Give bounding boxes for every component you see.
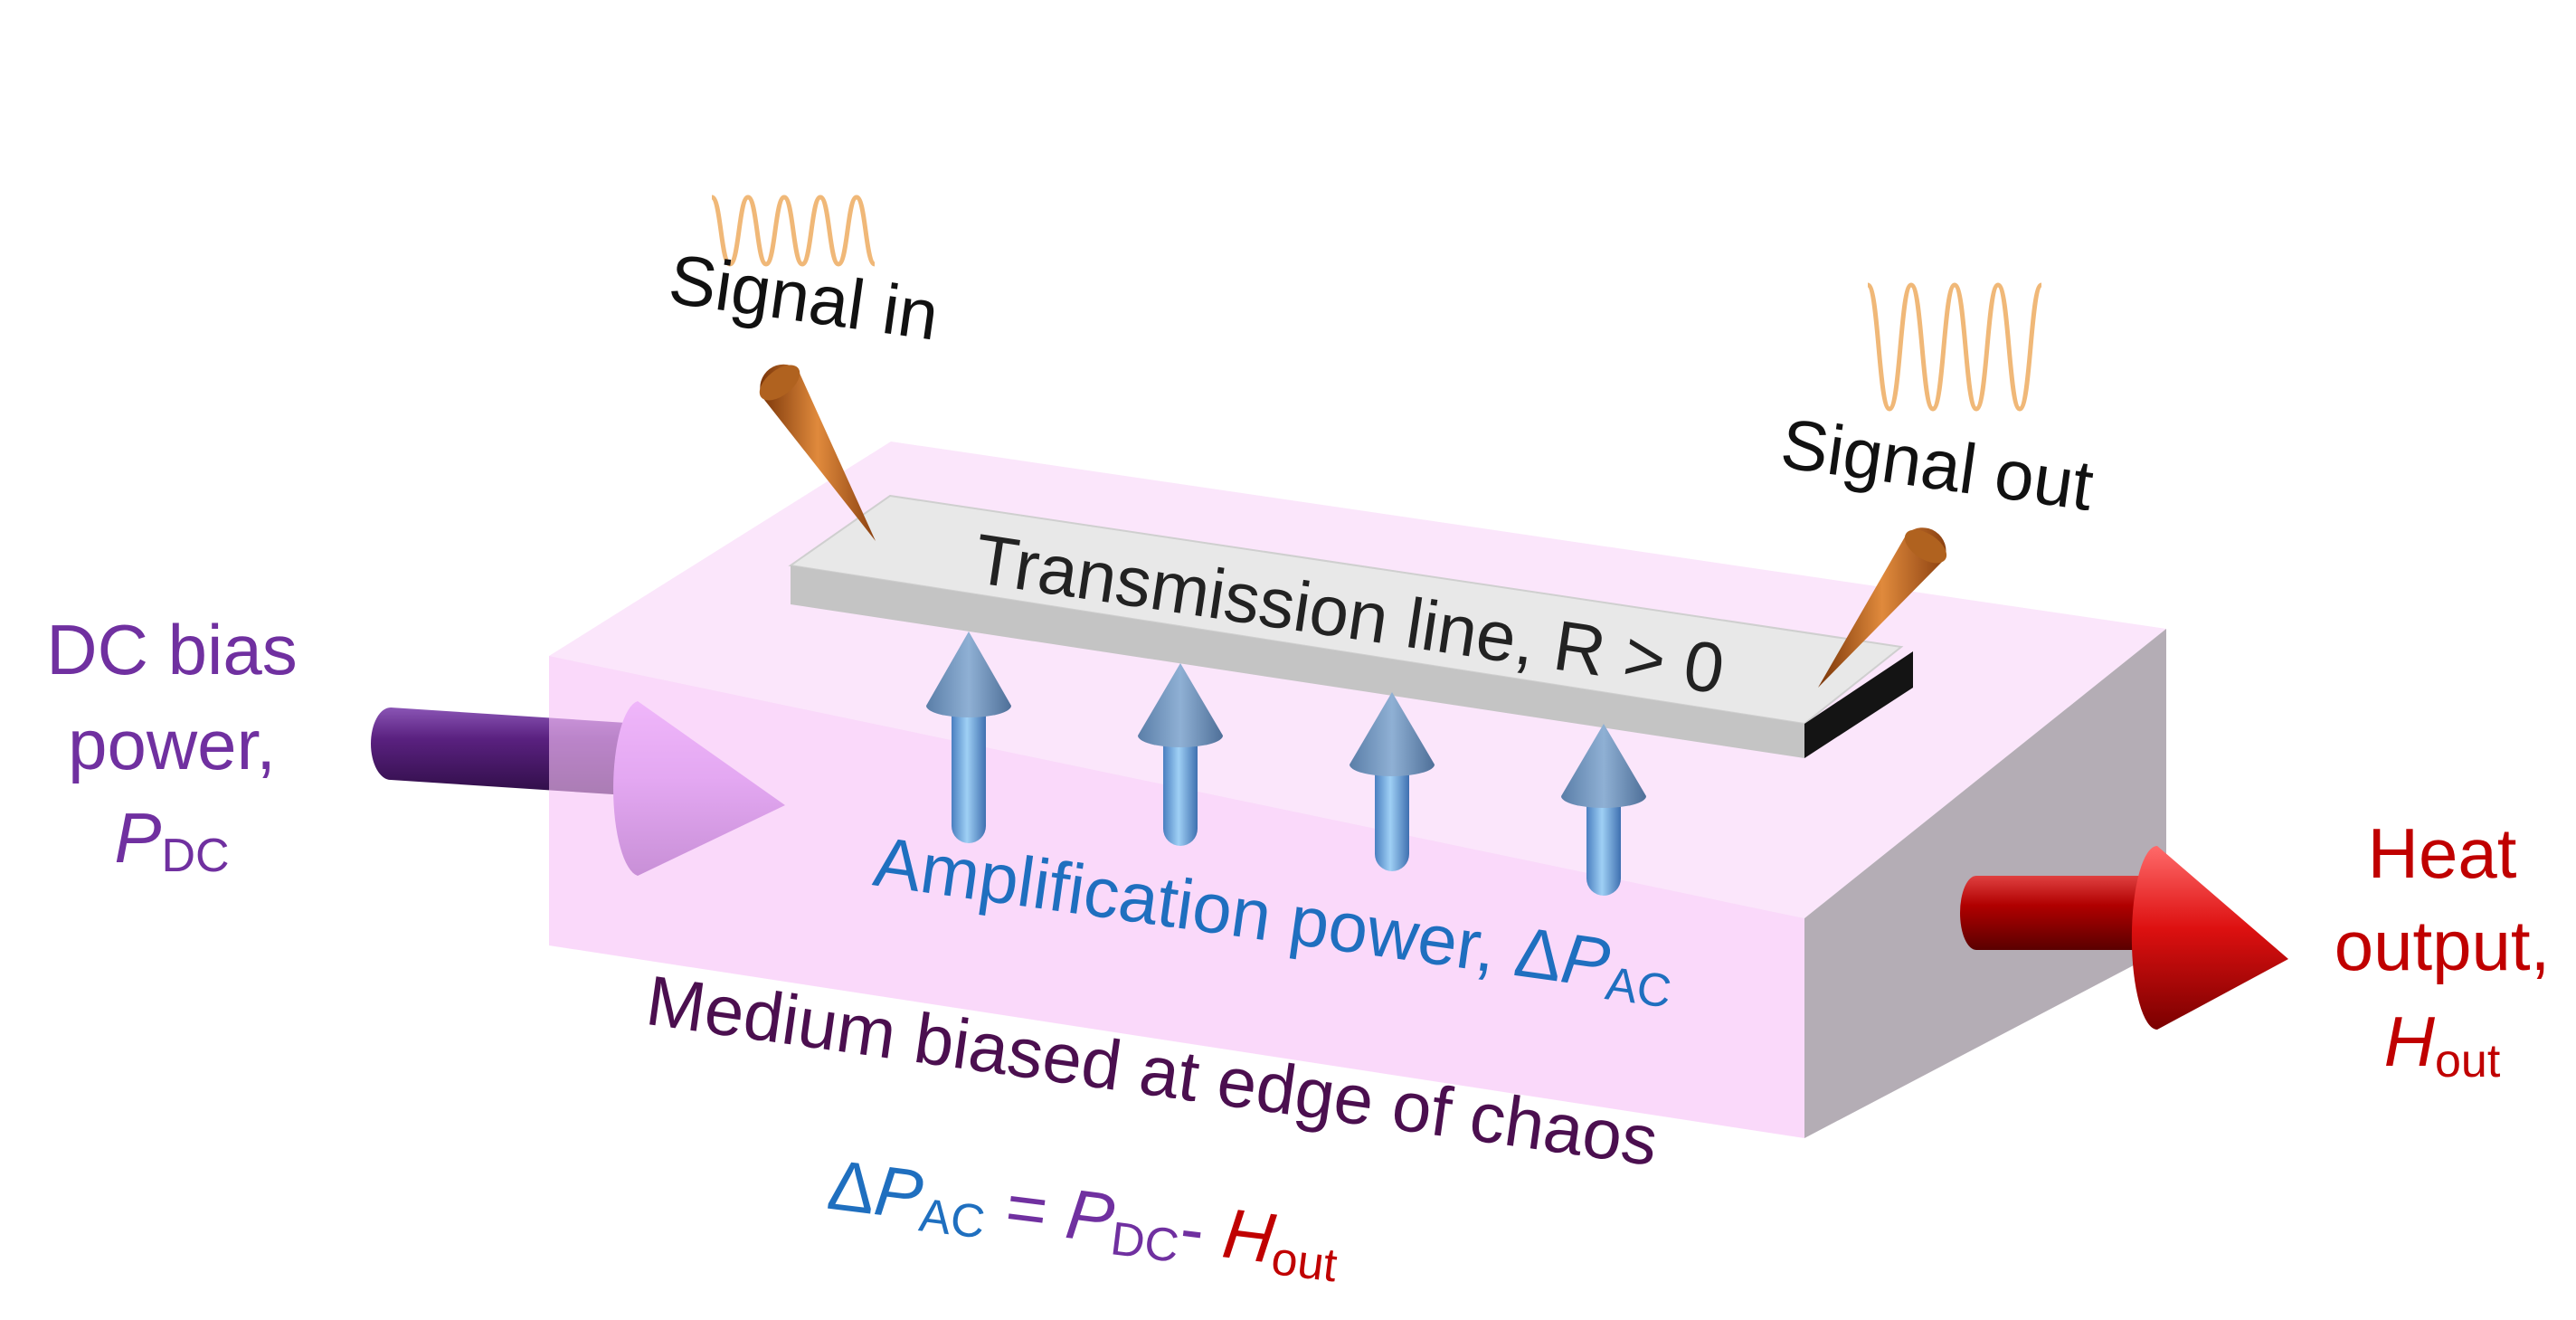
- signal-in-probe: [759, 364, 876, 541]
- amplification-arrow: [1561, 724, 1646, 896]
- amplification-arrow: [926, 632, 1011, 843]
- medium-slab-front: [549, 656, 1804, 1138]
- svg-text:output,: output,: [2334, 906, 2551, 985]
- signal-in-label: Signal in: [664, 239, 943, 356]
- signal-out-label: Signal out: [1776, 404, 2098, 526]
- dc-bias-label: DC bias power, PDC: [46, 610, 297, 882]
- svg-text:PDC: PDC: [114, 798, 229, 882]
- amplification-arrow: [1138, 663, 1223, 846]
- output-wave-icon: [1865, 282, 2044, 412]
- power-balance-equation: ΔPAC = PDC- Hout: [823, 1144, 1345, 1293]
- signal-out-probe: [1818, 527, 1947, 688]
- svg-text:power,: power,: [68, 705, 276, 784]
- amplification-arrow: [1350, 692, 1435, 871]
- heat-output-arrow: [1960, 846, 2288, 1030]
- transmission-line: [788, 494, 1913, 758]
- svg-text:DC bias: DC bias: [46, 610, 297, 689]
- svg-text:Heat: Heat: [2368, 813, 2517, 893]
- heat-output-label: Heat output, Hout: [2334, 813, 2551, 1087]
- input-wave-icon: [709, 195, 877, 267]
- svg-text:Hout: Hout: [2384, 1002, 2501, 1087]
